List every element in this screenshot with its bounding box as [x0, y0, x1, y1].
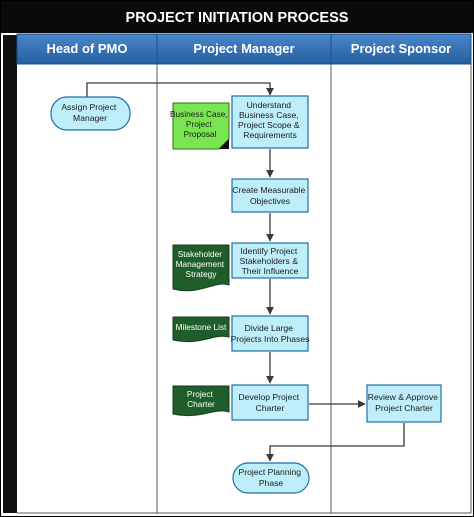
lane-header-pm: [156, 33, 332, 65]
node-create-objectives: [231, 178, 309, 213]
node-project-planning: [232, 462, 310, 494]
connector-review-planning: [266, 423, 405, 462]
document-stakeholder-text: Stakeholder Management Strategy: [176, 249, 227, 279]
node-understand: [231, 95, 309, 149]
connectors: [86, 82, 405, 462]
document-folded-corner: [219, 139, 229, 149]
connector-assign-understand: [86, 82, 274, 97]
document-stakeholder-shape: [172, 244, 230, 292]
node-identify-stakeholders: [231, 242, 309, 279]
title-bar: [1, 1, 473, 33]
node-phases-text: Divide Large Projects Into Phases: [231, 323, 310, 344]
document-project-charter: Project Charter: [172, 385, 230, 417]
document-milestone-list: Milestone List: [172, 316, 230, 342]
pool-strip: [3, 35, 17, 513]
node-assign-project-manager: [50, 96, 131, 131]
node-understand-text: Understand Business Case, Project Scope …: [238, 100, 302, 140]
node-charter-text: Develop Project Charter: [238, 392, 301, 413]
node-develop-charter: [231, 384, 309, 421]
node-review-approve: [366, 384, 442, 423]
node-stakeholders-text: Identify Project Stakeholders & Their In…: [240, 246, 301, 276]
document-milestone-shape: [172, 316, 230, 342]
lane-header-pmo: [16, 33, 158, 65]
lane-label-sponsor: Project Sponsor: [351, 41, 451, 56]
document-business-case: Business Case, Project Proposal: [170, 102, 230, 150]
document-charter-text: Project Charter: [187, 389, 215, 409]
lane-label-pm: Project Manager: [193, 41, 294, 56]
document-stakeholder-strategy: Stakeholder Management Strategy: [172, 244, 230, 292]
document-business-case-text: Business Case, Project Proposal: [170, 109, 230, 139]
node-review-text: Review & Approve Project Charter: [368, 392, 441, 413]
lane-header-sponsor: [330, 33, 472, 65]
document-charter-shape: [172, 385, 230, 417]
node-objectives-text: Create Measurable Objectives: [232, 185, 307, 206]
node-divide-phases: [231, 315, 309, 352]
lane-label-pmo: Head of PMO: [47, 41, 128, 56]
document-milestone-text: Milestone List: [176, 322, 227, 332]
node-assign-text: Assign Project Manager: [61, 102, 118, 123]
page-title: PROJECT INITIATION PROCESS: [126, 10, 349, 26]
node-planning-text: Project Planning Phase: [239, 467, 304, 488]
